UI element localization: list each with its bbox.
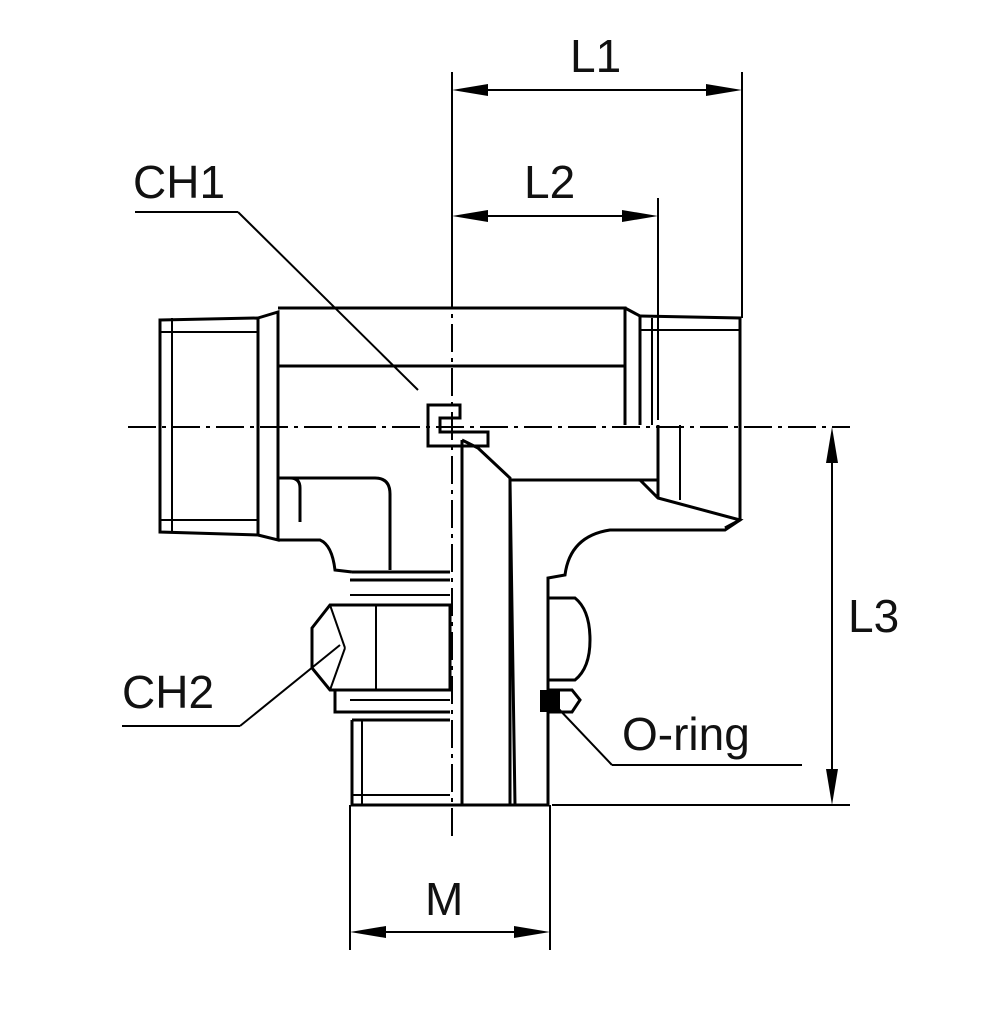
dimension-l2: L2 [452, 156, 659, 420]
label-ch2: CH2 [122, 666, 214, 718]
label-oring: O-ring [622, 708, 750, 760]
tee-body [278, 306, 642, 574]
sectioned-half [460, 425, 744, 807]
left-threaded-end [158, 309, 280, 542]
spanner-flat-symbol [426, 403, 490, 448]
o-ring-seal [540, 688, 582, 714]
bottom-stud [350, 718, 548, 807]
dimension-m: M [349, 805, 551, 950]
leader-ch1: CH1 [133, 156, 419, 391]
label-ch1: CH1 [133, 156, 225, 208]
label-m: M [425, 873, 463, 925]
label-l1: L1 [570, 30, 621, 82]
leader-ch2: CH2 [122, 644, 341, 727]
label-l3: L3 [848, 590, 899, 642]
label-l2: L2 [524, 156, 575, 208]
leader-oring: O-ring [554, 704, 802, 766]
center-lines [128, 280, 850, 840]
dimension-l3: L3 [552, 427, 899, 806]
dimension-l1: L1 [451, 30, 743, 318]
